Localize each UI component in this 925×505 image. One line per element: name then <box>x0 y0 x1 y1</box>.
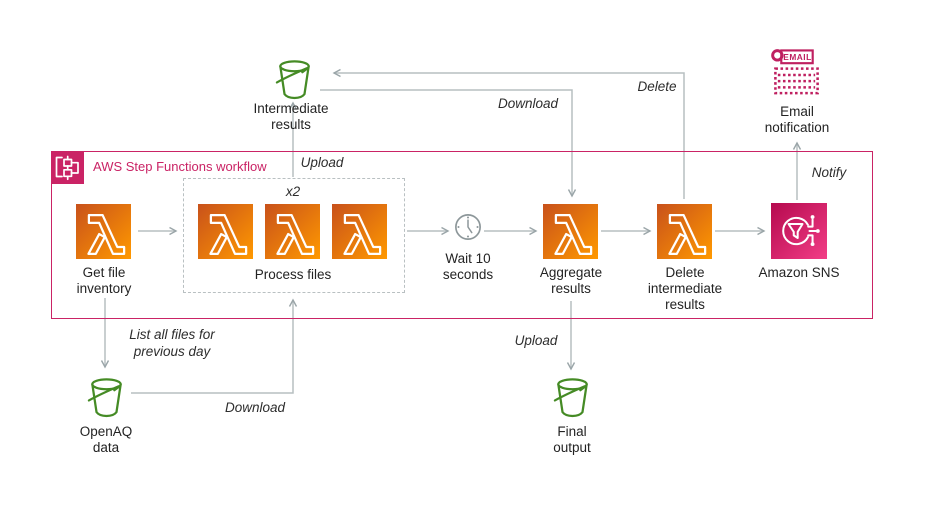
workflow-title: AWS Step Functions workflow <box>93 159 267 174</box>
lambda-icon <box>332 204 387 259</box>
lambda-icon <box>198 204 253 259</box>
edge-label-upload-top: Upload <box>300 155 344 170</box>
lambda-icon <box>265 204 320 259</box>
wait-clock-icon <box>455 214 481 240</box>
s3-bucket-icon <box>87 378 122 418</box>
edge-label-delete: Delete <box>637 79 677 94</box>
edge-label-notify: Notify <box>811 165 847 180</box>
label-final-output: Final output <box>553 424 591 456</box>
lambda-icon <box>657 204 712 259</box>
s3-bucket-icon <box>553 378 588 418</box>
edge-label-download-bottom: Download <box>224 400 286 415</box>
edge-label-download-top: Download <box>497 96 559 111</box>
lambda-icon <box>543 204 598 259</box>
process-files-group <box>183 178 405 293</box>
label-openaq-data: OpenAQ data <box>79 424 133 456</box>
label-wait-10-seconds: Wait 10 seconds <box>442 251 494 283</box>
sns-icon <box>771 203 827 259</box>
label-email-notification: Email notification <box>764 104 830 136</box>
label-delete-intermediate-results: Delete intermediate results <box>647 265 723 313</box>
s3-bucket-icon <box>275 60 310 100</box>
edge-label-upload-bottom: Upload <box>514 333 558 348</box>
label-get-file-inventory: Get file inventory <box>76 265 132 297</box>
label-process-files: Process files <box>254 267 332 282</box>
edge-label-list-files: List all files for previous day <box>129 327 215 359</box>
step-functions-icon <box>51 151 84 184</box>
label-amazon-sns: Amazon SNS <box>758 265 840 280</box>
email-icon: EMAIL <box>771 49 819 95</box>
label-process-multiplier: x2 <box>285 184 301 199</box>
label-aggregate-results: Aggregate results <box>539 265 603 297</box>
label-intermediate-results: Intermediate results <box>253 101 329 133</box>
step-functions-workflow-box <box>51 151 873 319</box>
lambda-icon <box>76 204 131 259</box>
email-badge-text: EMAIL <box>783 52 811 62</box>
